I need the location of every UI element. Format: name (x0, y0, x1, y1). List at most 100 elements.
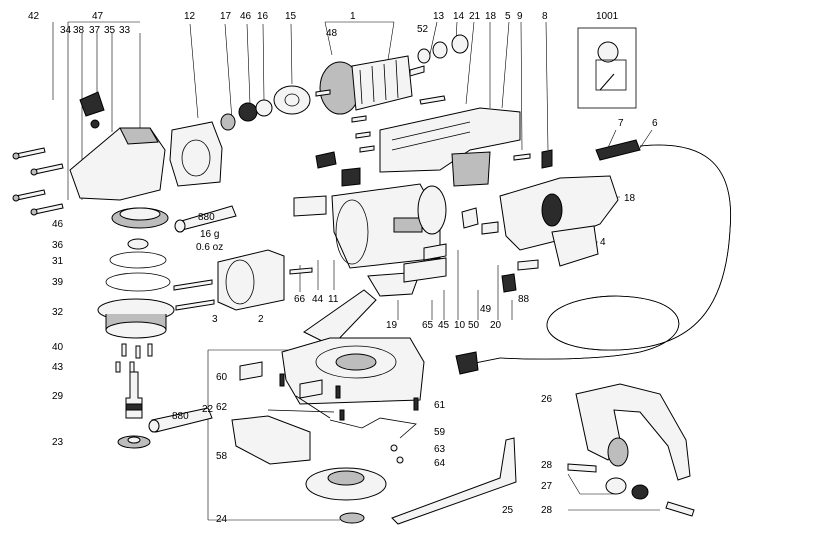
callout-40: 40 (52, 342, 64, 353)
callout-16: 16 (257, 11, 269, 22)
screws-42 (12, 147, 64, 216)
spring-35 (90, 119, 100, 129)
callout-62: 62 (216, 402, 228, 413)
callout-4: 4 (600, 237, 606, 248)
brush-holder-detail (597, 41, 619, 63)
nut-24 (339, 512, 365, 524)
leaders-top-left (189, 23, 293, 121)
callout-58: 58 (216, 451, 228, 462)
callout-34: 34 (60, 25, 72, 36)
bracket-22 (207, 349, 340, 521)
wire-62 (267, 395, 335, 419)
callout-8: 8 (542, 11, 548, 22)
callout-37: 37 (89, 25, 101, 36)
fan-baffle-15 (273, 85, 311, 115)
callout-46: 46 (240, 11, 252, 22)
inset-box (577, 27, 637, 109)
callout-14: 14 (453, 11, 465, 22)
leaders-top-right (429, 21, 549, 151)
callout-63: 63 (434, 444, 446, 455)
callout-39: 39 (52, 277, 64, 288)
callout-22: 22 (202, 404, 214, 415)
switch-5 (451, 151, 491, 187)
label-44 (293, 195, 327, 217)
callout-65: 65 (422, 320, 434, 331)
suppressor-10 (461, 207, 479, 229)
callout-1001: 1001 (596, 11, 619, 22)
callout-18-top: 18 (485, 11, 497, 22)
skirt-58 (231, 415, 311, 465)
callout-64: 64 (434, 458, 446, 469)
washer-16 (255, 99, 273, 117)
leaders-34-33 (67, 22, 141, 200)
callout-15: 15 (285, 11, 297, 22)
callout-24: 24 (216, 514, 228, 525)
housing-half-18 (379, 107, 521, 173)
callout-61: 61 (434, 400, 446, 411)
screw-64 (396, 456, 404, 464)
bearing-46b (238, 102, 258, 122)
callout-42: 42 (28, 11, 40, 22)
clip-60 (239, 361, 263, 381)
wire-59 (329, 417, 417, 439)
callout-19: 19 (386, 320, 398, 331)
screw-9 (513, 153, 531, 161)
brush-holders (315, 151, 361, 187)
callout-26: 26 (541, 394, 553, 405)
callout-3: 3 (212, 314, 218, 325)
callout-32: 32 (52, 307, 64, 318)
callout-11: 11 (328, 294, 339, 305)
callout-5: 5 (505, 11, 511, 22)
washer-27 (605, 477, 627, 495)
callout-52: 52 (417, 24, 429, 35)
callout-35: 35 (104, 25, 116, 36)
callout-25: 25 (502, 505, 514, 516)
clip-60b (299, 379, 323, 399)
callout-33: 33 (119, 25, 131, 36)
callout-38: 38 (73, 25, 85, 36)
spindle-29 (125, 371, 143, 419)
capacitor-50 (481, 221, 499, 235)
leaders-27-28 (567, 473, 660, 511)
brushes-61 (279, 373, 419, 421)
callout-28-lower: 28 (541, 505, 553, 516)
callout-27: 27 (541, 481, 553, 492)
bearing-plate-12 (169, 121, 223, 187)
grease-weight-oz: 0.6 oz (196, 242, 224, 253)
callout-9: 9 (517, 11, 523, 22)
callout-10: 10 (454, 320, 466, 331)
armature-1 (351, 55, 413, 111)
callout-44: 44 (312, 294, 324, 305)
grease-label-top: 880 (198, 212, 215, 223)
callout-28-upper: 28 (541, 460, 553, 471)
cable-protector-7 (595, 139, 641, 161)
screws-43 (115, 361, 135, 373)
grease-label-bottom: 880 (172, 411, 189, 422)
screws-40 (121, 343, 153, 359)
callout-23: 23 (52, 437, 64, 448)
bolt-28b (665, 501, 695, 517)
callout-60: 60 (216, 372, 228, 383)
callout-48: 48 (326, 28, 338, 39)
small-screws (351, 115, 375, 153)
screw-21 (419, 95, 446, 105)
pin-66 (289, 267, 313, 275)
callout-46-left: 46 (52, 219, 64, 230)
ring-14 (451, 34, 469, 54)
part-88 (517, 259, 539, 271)
lock-button-37 (79, 91, 105, 117)
switch-4 (551, 225, 599, 267)
plug (455, 351, 479, 375)
detail-spring (599, 73, 615, 91)
part-49 (501, 273, 517, 293)
callout-49: 49 (480, 304, 492, 315)
bolt-28 (567, 463, 597, 473)
callout-13: 13 (433, 11, 445, 22)
screws-3 (173, 279, 215, 311)
handle-26 (575, 383, 691, 481)
ring-39 (105, 272, 171, 292)
callout-6: 6 (652, 118, 658, 129)
bearing-52 (417, 48, 431, 64)
